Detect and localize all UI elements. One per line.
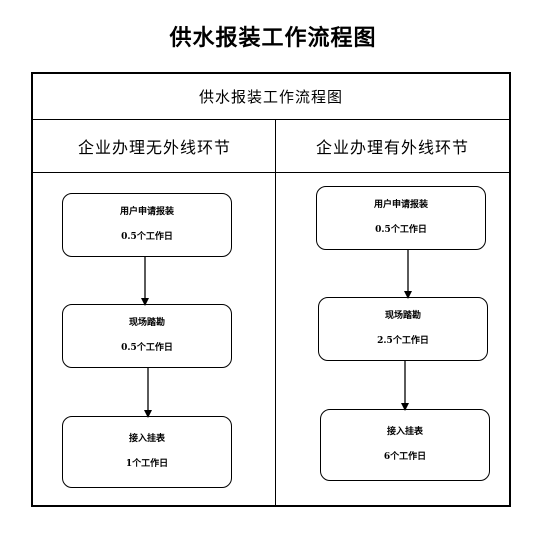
step-duration: 0.5个工作日 bbox=[375, 225, 427, 235]
step-label: 用户申请报装 bbox=[373, 200, 428, 210]
step-label: 用户申请报装 bbox=[119, 207, 174, 217]
left-step-connect: 接入挂表 1个工作日 bbox=[62, 416, 232, 488]
step-label: 接入挂表 bbox=[386, 427, 423, 437]
step-label: 现场踏勘 bbox=[384, 311, 421, 321]
left-step-survey: 现场踏勘 0.5个工作日 bbox=[62, 304, 232, 368]
right-step-apply: 用户申请报装 0.5个工作日 bbox=[316, 186, 486, 250]
page-title: 供水报装工作流程图 bbox=[169, 25, 377, 51]
left-column-header: 企业办理无外线环节 bbox=[33, 120, 276, 173]
right-column-header: 企业办理有外线环节 bbox=[276, 120, 509, 173]
column-divider bbox=[275, 120, 276, 505]
left-step-apply: 用户申请报装 0.5个工作日 bbox=[62, 193, 232, 257]
step-duration: 6个工作日 bbox=[383, 452, 427, 462]
flowchart-header: 供水报装工作流程图 bbox=[33, 74, 509, 120]
step-duration: 1个工作日 bbox=[125, 459, 169, 469]
step-duration: 0.5个工作日 bbox=[121, 232, 173, 242]
right-step-survey: 现场踏勘 2.5个工作日 bbox=[318, 297, 488, 361]
right-step-connect: 接入挂表 6个工作日 bbox=[320, 409, 490, 481]
step-label: 接入挂表 bbox=[128, 434, 165, 444]
step-label: 现场踏勘 bbox=[128, 318, 165, 328]
flowchart-frame: 供水报装工作流程图 企业办理无外线环节 企业办理有外线环节 bbox=[31, 72, 511, 507]
step-duration: 0.5个工作日 bbox=[121, 343, 173, 353]
step-duration: 2.5个工作日 bbox=[377, 336, 429, 346]
